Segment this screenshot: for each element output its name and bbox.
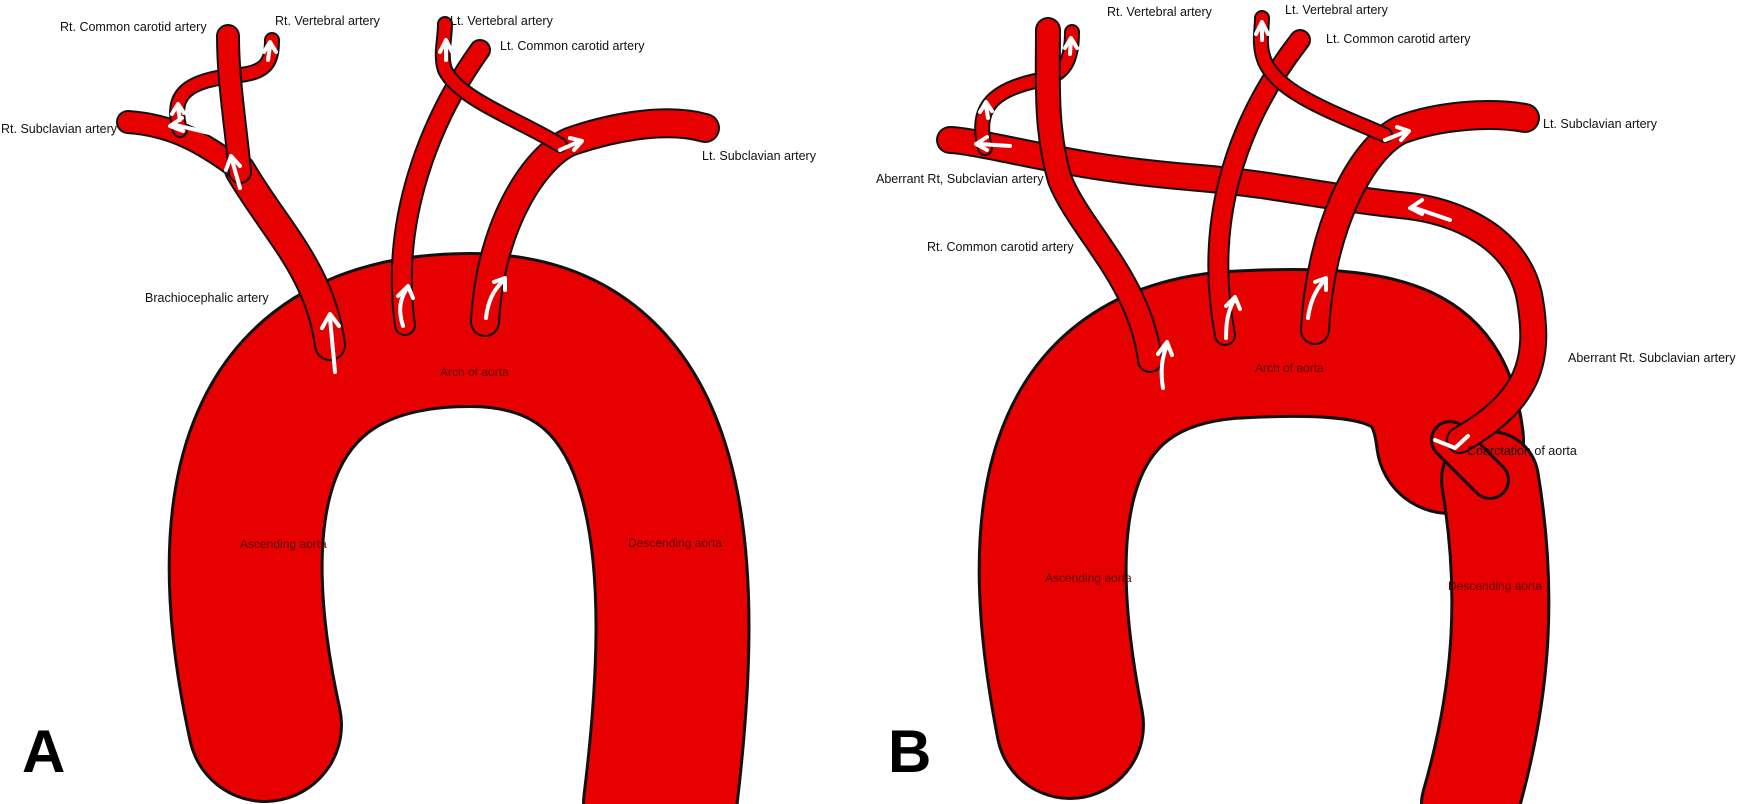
label-descending-b: Descending aorta: [1448, 579, 1542, 593]
label-rt-vertebral-b: Rt. Vertebral artery: [1107, 5, 1213, 19]
label-rt-subclavian-a: Rt. Subclavian artery: [1, 122, 118, 136]
label-ascending-b: Ascending aorta: [1045, 571, 1132, 585]
label-rt-common-carotid-a: Rt. Common carotid artery: [60, 20, 207, 34]
label-lt-vertebral-a: Lt. Vertebral artery: [450, 14, 554, 28]
panel-letter-a: A: [22, 718, 65, 785]
label-aberrant-rt-subclavian-right-b: Aberrant Rt. Subclavian artery: [1568, 351, 1736, 365]
label-rt-common-carotid-b: Rt. Common carotid artery: [927, 240, 1074, 254]
label-arch-a: Arch of aorta: [440, 365, 509, 379]
panel-a: Rt. Common carotid artery Rt. Vertebral …: [1, 14, 817, 804]
label-coarctation-b: Coarctation of aorta: [1467, 444, 1577, 458]
brachiocephalic-artery-a: [224, 154, 346, 361]
aortic-arch-b: [977, 267, 1525, 800]
rt-common-carotid-artery-a: [216, 24, 252, 184]
label-ascending-a: Ascending aorta: [240, 537, 327, 551]
panel-b: Rt. Vertebral artery Lt. Vertebral arter…: [876, 3, 1736, 804]
label-lt-vertebral-b: Lt. Vertebral artery: [1285, 3, 1389, 17]
label-lt-common-carotid-b: Lt. Common carotid artery: [1326, 32, 1471, 46]
label-lt-subclavian-a: Lt. Subclavian artery: [702, 149, 817, 163]
flow-arrows-a: [168, 38, 584, 374]
descending-aorta-b: [1420, 430, 1551, 804]
aortic-arch-a: [167, 252, 751, 804]
label-brachiocephalic-a: Brachiocephalic artery: [145, 291, 269, 305]
rt-common-carotid-artery-b: [1034, 17, 1163, 373]
label-lt-subclavian-b: Lt. Subclavian artery: [1543, 117, 1658, 131]
label-aberrant-rt-subclavian-left-b: Aberrant Rt, Subclavian artery: [876, 172, 1044, 186]
label-rt-vertebral-a: Rt. Vertebral artery: [275, 14, 381, 28]
lt-subclavian-artery-a: [470, 108, 720, 337]
panel-letter-b: B: [888, 718, 931, 785]
label-lt-common-carotid-a: Lt. Common carotid artery: [500, 39, 645, 53]
flow-arrows-b: [974, 20, 1470, 450]
label-descending-a: Descending aorta: [628, 536, 722, 550]
label-arch-b: Arch of aorta: [1255, 361, 1324, 375]
